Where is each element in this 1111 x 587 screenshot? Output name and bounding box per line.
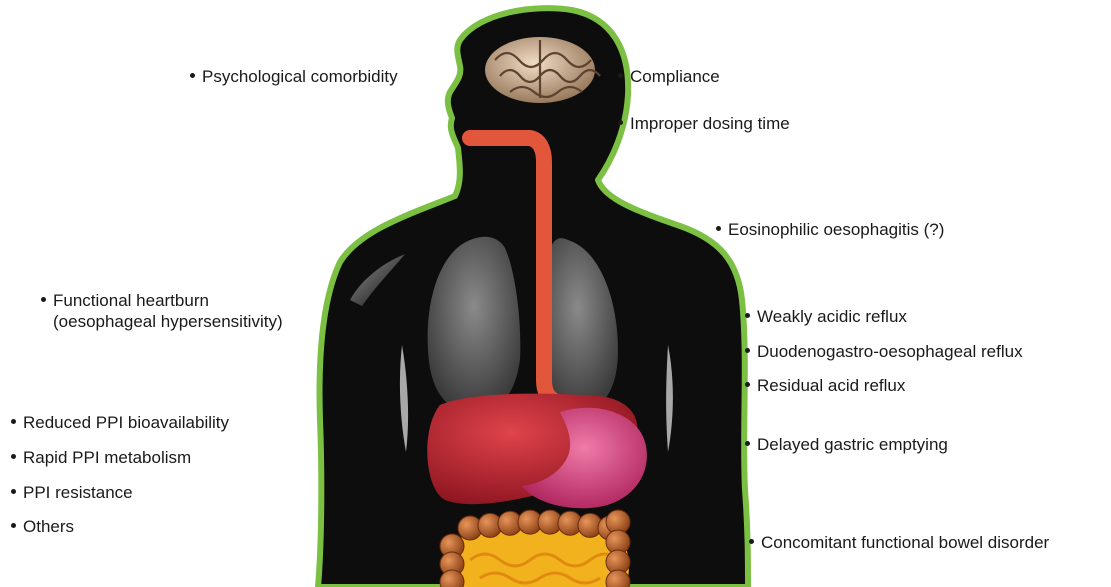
bullet-icon xyxy=(11,419,16,424)
label-eosinophilic-oesophagitis: Eosinophilic oesophagitis (?) xyxy=(716,219,944,240)
label-reduced-ppi-bioavailability: Reduced PPI bioavailability xyxy=(11,412,229,433)
bullet-icon xyxy=(745,382,750,387)
bullet-icon xyxy=(190,73,195,78)
bullet-icon xyxy=(745,313,750,318)
bullet-icon xyxy=(11,523,16,528)
label-residual-acid-reflux: Residual acid reflux xyxy=(745,375,905,396)
bullet-icon xyxy=(618,73,623,78)
label-compliance: Compliance xyxy=(618,66,720,87)
bullet-icon xyxy=(11,454,16,459)
label-functional-heartburn: Functional heartburn (oesophageal hypers… xyxy=(41,290,283,332)
bullet-icon xyxy=(11,489,16,494)
label-concomitant-functional-bowel-disorder: Concomitant functional bowel disorder xyxy=(749,532,1049,553)
bullet-icon xyxy=(745,441,750,446)
bullet-icon xyxy=(749,539,754,544)
label-ppi-resistance: PPI resistance xyxy=(11,482,133,503)
label-duodenogastro-oesophageal-reflux: Duodenogastro-oesophageal reflux xyxy=(745,341,1023,362)
bullet-icon xyxy=(745,348,750,353)
label-psychological-comorbidity: Psychological comorbidity xyxy=(190,66,398,87)
bullet-icon xyxy=(716,226,721,231)
label-weakly-acidic-reflux: Weakly acidic reflux xyxy=(745,306,907,327)
label-improper-dosing-time: Improper dosing time xyxy=(618,113,790,134)
label-delayed-gastric-emptying: Delayed gastric emptying xyxy=(745,434,948,455)
bullet-icon xyxy=(618,120,623,125)
bullet-icon xyxy=(41,297,46,302)
label-others: Others xyxy=(11,516,74,537)
label-rapid-ppi-metabolism: Rapid PPI metabolism xyxy=(11,447,191,468)
